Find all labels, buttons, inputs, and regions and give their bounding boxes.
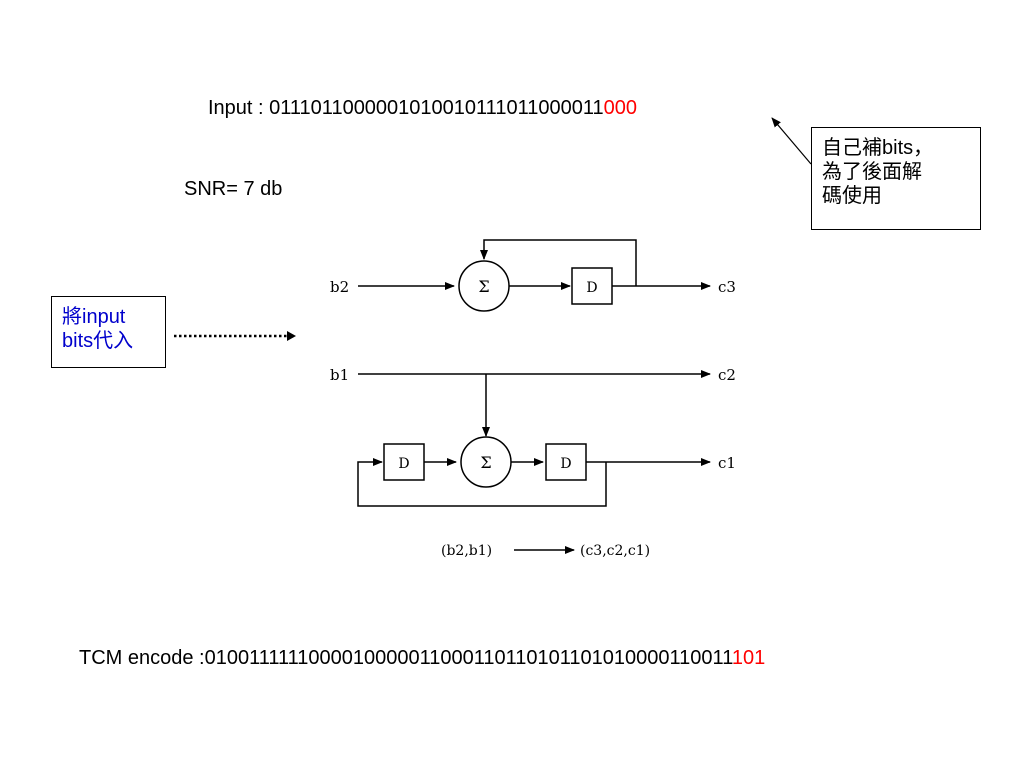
input-note-line2: bits代入 [62,330,134,352]
padding-note-line3: 碼使用 [822,185,882,207]
label-c1: c1 [718,454,736,472]
tcm-encode-line: TCM encode :0100111111000010000011000110… [79,646,765,670]
sum-symbol-bottom: Σ [480,453,491,472]
feedback-top [480,239,637,286]
tcm-bits: 0100111111000010000011000110110101101010… [204,647,732,669]
input-note-arrowhead [287,331,296,341]
input-bits: 0111011000001010010111011000011 [269,97,604,119]
padding-note-arrow [771,117,812,165]
delay-label-right: D [560,456,571,472]
label-b2: b2 [330,278,349,296]
delay-box-top [571,267,613,305]
input-padded-bits: 000 [603,97,637,119]
mapping-input: (b2,b1) [441,543,492,559]
snr-label: SNR= 7 db [184,178,283,200]
label-b1: b1 [330,366,349,384]
delay-label-top: D [586,280,597,296]
input-note-line1: 將input [62,306,126,328]
padding-note-box: 自己補bits， 為了後面解 碼使用 [811,127,981,230]
label-c3: c3 [718,278,736,296]
feedback-bottom [357,458,607,507]
delay-box-right [545,443,587,481]
tcm-tail-bits: 101 [731,647,766,669]
tcm-prefix: TCM encode : [79,647,205,669]
input-note-box: 將input bits代入 [51,296,166,368]
input-prefix: Input : [208,97,270,119]
label-c2: c2 [718,366,736,384]
delay-label-left: D [398,456,409,472]
input-line: Input : 01110110000010100101110110000110… [208,96,637,120]
padding-note-line1: 自己補bits， [822,137,934,159]
sum-symbol-top: Σ [478,277,489,296]
mapping-output: (c3,c2,c1) [580,543,650,559]
padding-note-line2: 為了後面解 [822,161,922,183]
